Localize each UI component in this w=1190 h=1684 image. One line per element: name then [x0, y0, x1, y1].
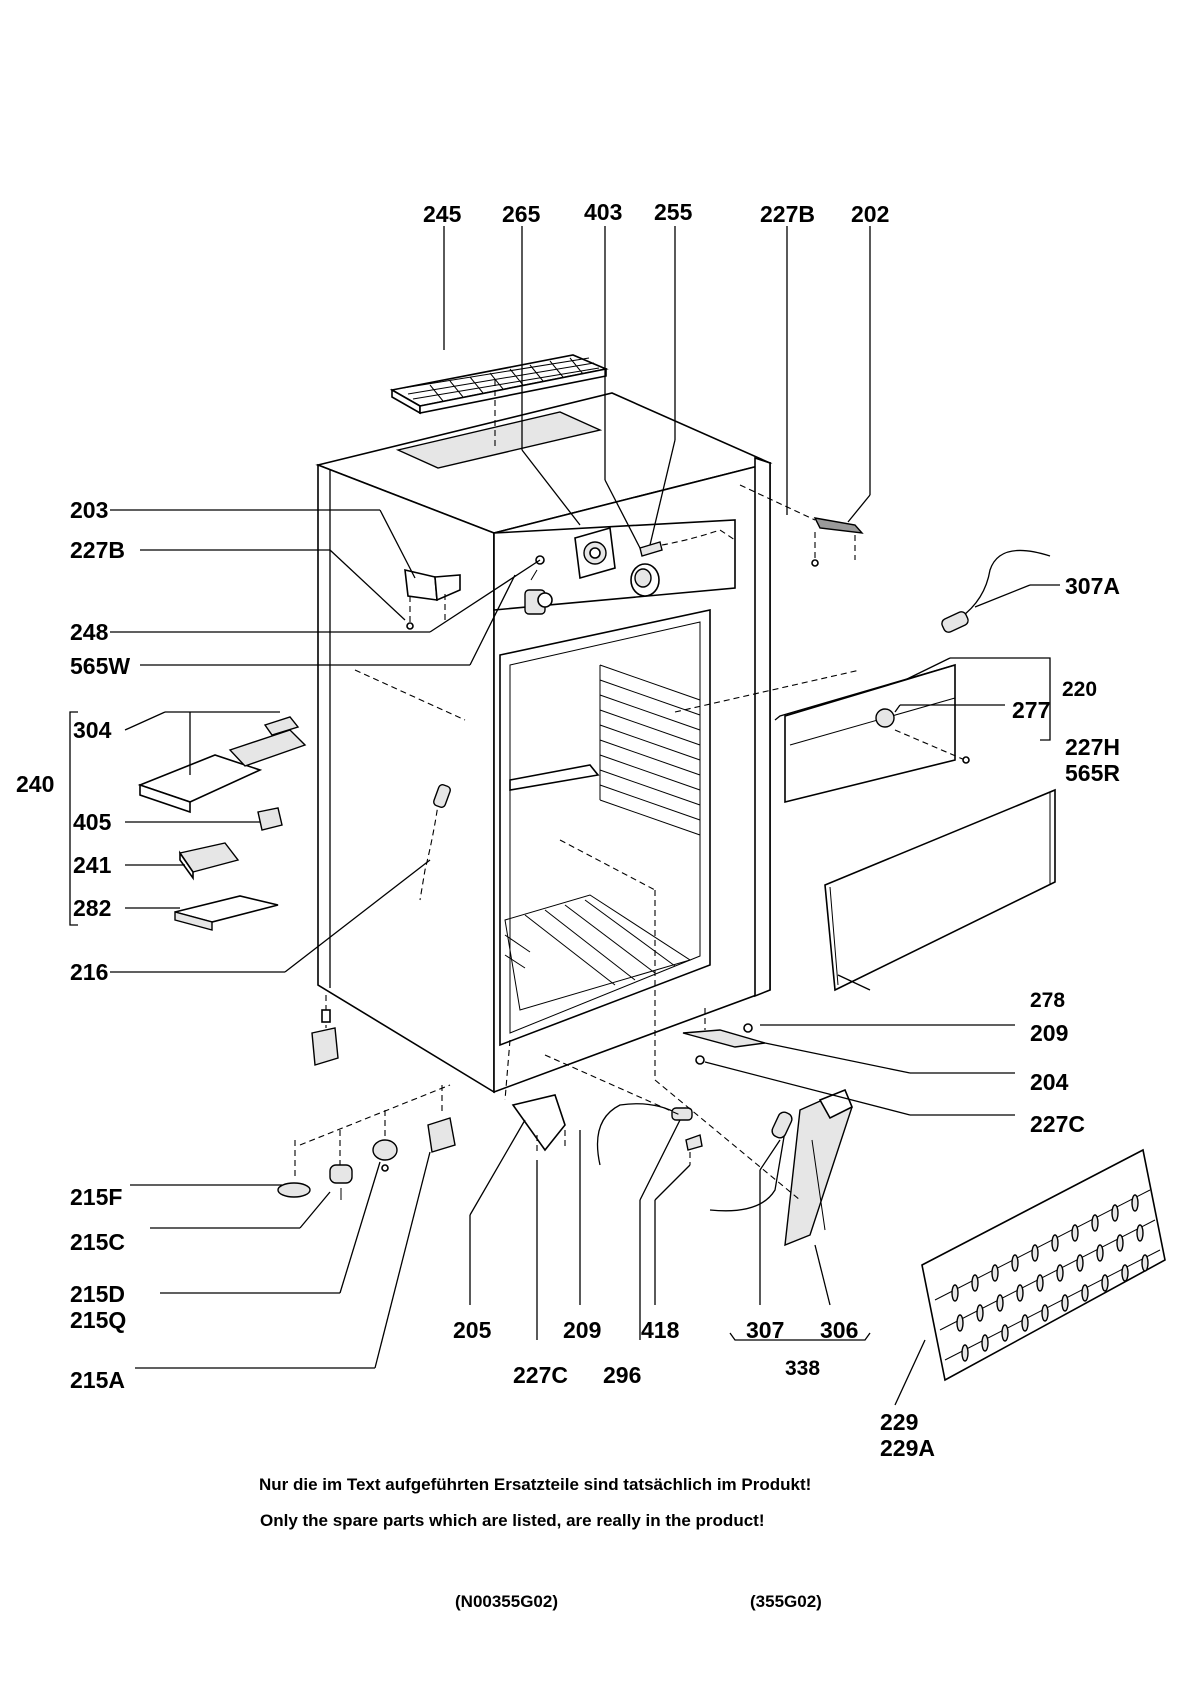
label-215D: 215D	[70, 1281, 125, 1307]
label-403: 403	[584, 199, 622, 225]
foot-215A-lower	[299, 1084, 456, 1153]
label-204: 204	[1030, 1069, 1069, 1095]
label-229: 229	[880, 1409, 918, 1435]
foot-215C	[329, 1130, 353, 1200]
code-left: (N00355G02)	[455, 1592, 558, 1611]
label-227C-right: 227C	[1030, 1111, 1085, 1137]
piezo-igniter-255	[639, 529, 736, 557]
burner-cover-306	[784, 1088, 854, 1247]
label-216: 216	[70, 959, 108, 985]
label-418: 418	[641, 1317, 680, 1343]
leader-lines	[110, 226, 1060, 1406]
label-405: 405	[73, 809, 112, 835]
note-english: Only the spare parts which are listed, a…	[260, 1511, 764, 1530]
top-vent-grille-245	[389, 354, 609, 415]
label-227H: 227H	[1065, 734, 1120, 760]
footer-notes: Nur die im Text aufgeführten Ersatzteile…	[259, 1475, 822, 1611]
label-215Q: 215Q	[70, 1307, 126, 1333]
code-right: (355G02)	[750, 1592, 822, 1611]
label-307A: 307A	[1065, 573, 1120, 599]
label-240: 240	[16, 771, 54, 797]
label-203: 203	[70, 497, 108, 523]
label-255: 255	[654, 199, 693, 225]
hinge-bracket-203	[404, 568, 461, 630]
label-245: 245	[423, 201, 462, 227]
label-265: 265	[502, 201, 541, 227]
label-220: 220	[1062, 678, 1097, 701]
label-277: 277	[1012, 697, 1050, 723]
label-248: 248	[70, 619, 109, 645]
thermocouple-307	[709, 1111, 793, 1212]
ignition-kit-240	[69, 669, 466, 931]
label-307: 307	[746, 1317, 784, 1343]
ignition-cable-307A	[941, 549, 1051, 633]
label-304: 304	[73, 717, 112, 743]
door-panel-220	[674, 663, 970, 804]
label-202: 202	[851, 201, 889, 227]
label-306: 306	[820, 1317, 858, 1343]
note-german: Nur die im Text aufgeführten Ersatzteile…	[259, 1475, 811, 1494]
foot-215F	[277, 1140, 311, 1198]
vent-grille-229	[921, 1148, 1166, 1382]
label-227B-left: 227B	[70, 537, 125, 563]
part-labels: 245 265 403 255 227B 202 203 227B 248 56…	[16, 199, 1120, 1461]
label-209-right: 209	[1030, 1020, 1068, 1046]
label-296: 296	[603, 1362, 641, 1388]
label-215C: 215C	[70, 1229, 125, 1255]
label-227B-top: 227B	[760, 201, 815, 227]
switch-265	[574, 526, 616, 580]
lamp-socket-248	[524, 589, 553, 615]
label-209-bottom: 209	[563, 1317, 601, 1343]
foot-front-215A	[311, 995, 339, 1066]
label-205: 205	[453, 1317, 492, 1343]
label-338: 338	[785, 1357, 820, 1380]
hinge-202	[811, 517, 864, 567]
label-241: 241	[73, 852, 112, 878]
label-215F: 215F	[70, 1184, 122, 1210]
label-565W: 565W	[70, 653, 130, 679]
bracket-205	[511, 1094, 566, 1155]
clip-418	[685, 1134, 703, 1165]
back-cover-278	[824, 788, 1056, 992]
label-278: 278	[1030, 989, 1065, 1012]
thermostat-knob-403	[630, 563, 660, 597]
hardware-lines	[504, 1039, 681, 1116]
fridge-cabinet	[315, 392, 773, 1094]
burner-tube-296	[596, 1103, 693, 1166]
label-215A: 215A	[70, 1367, 125, 1393]
label-282: 282	[73, 895, 111, 921]
foot-215D	[372, 1110, 398, 1172]
label-565R: 565R	[1065, 760, 1120, 786]
label-229A: 229A	[880, 1435, 935, 1461]
label-227C-bottom: 227C	[513, 1362, 568, 1388]
